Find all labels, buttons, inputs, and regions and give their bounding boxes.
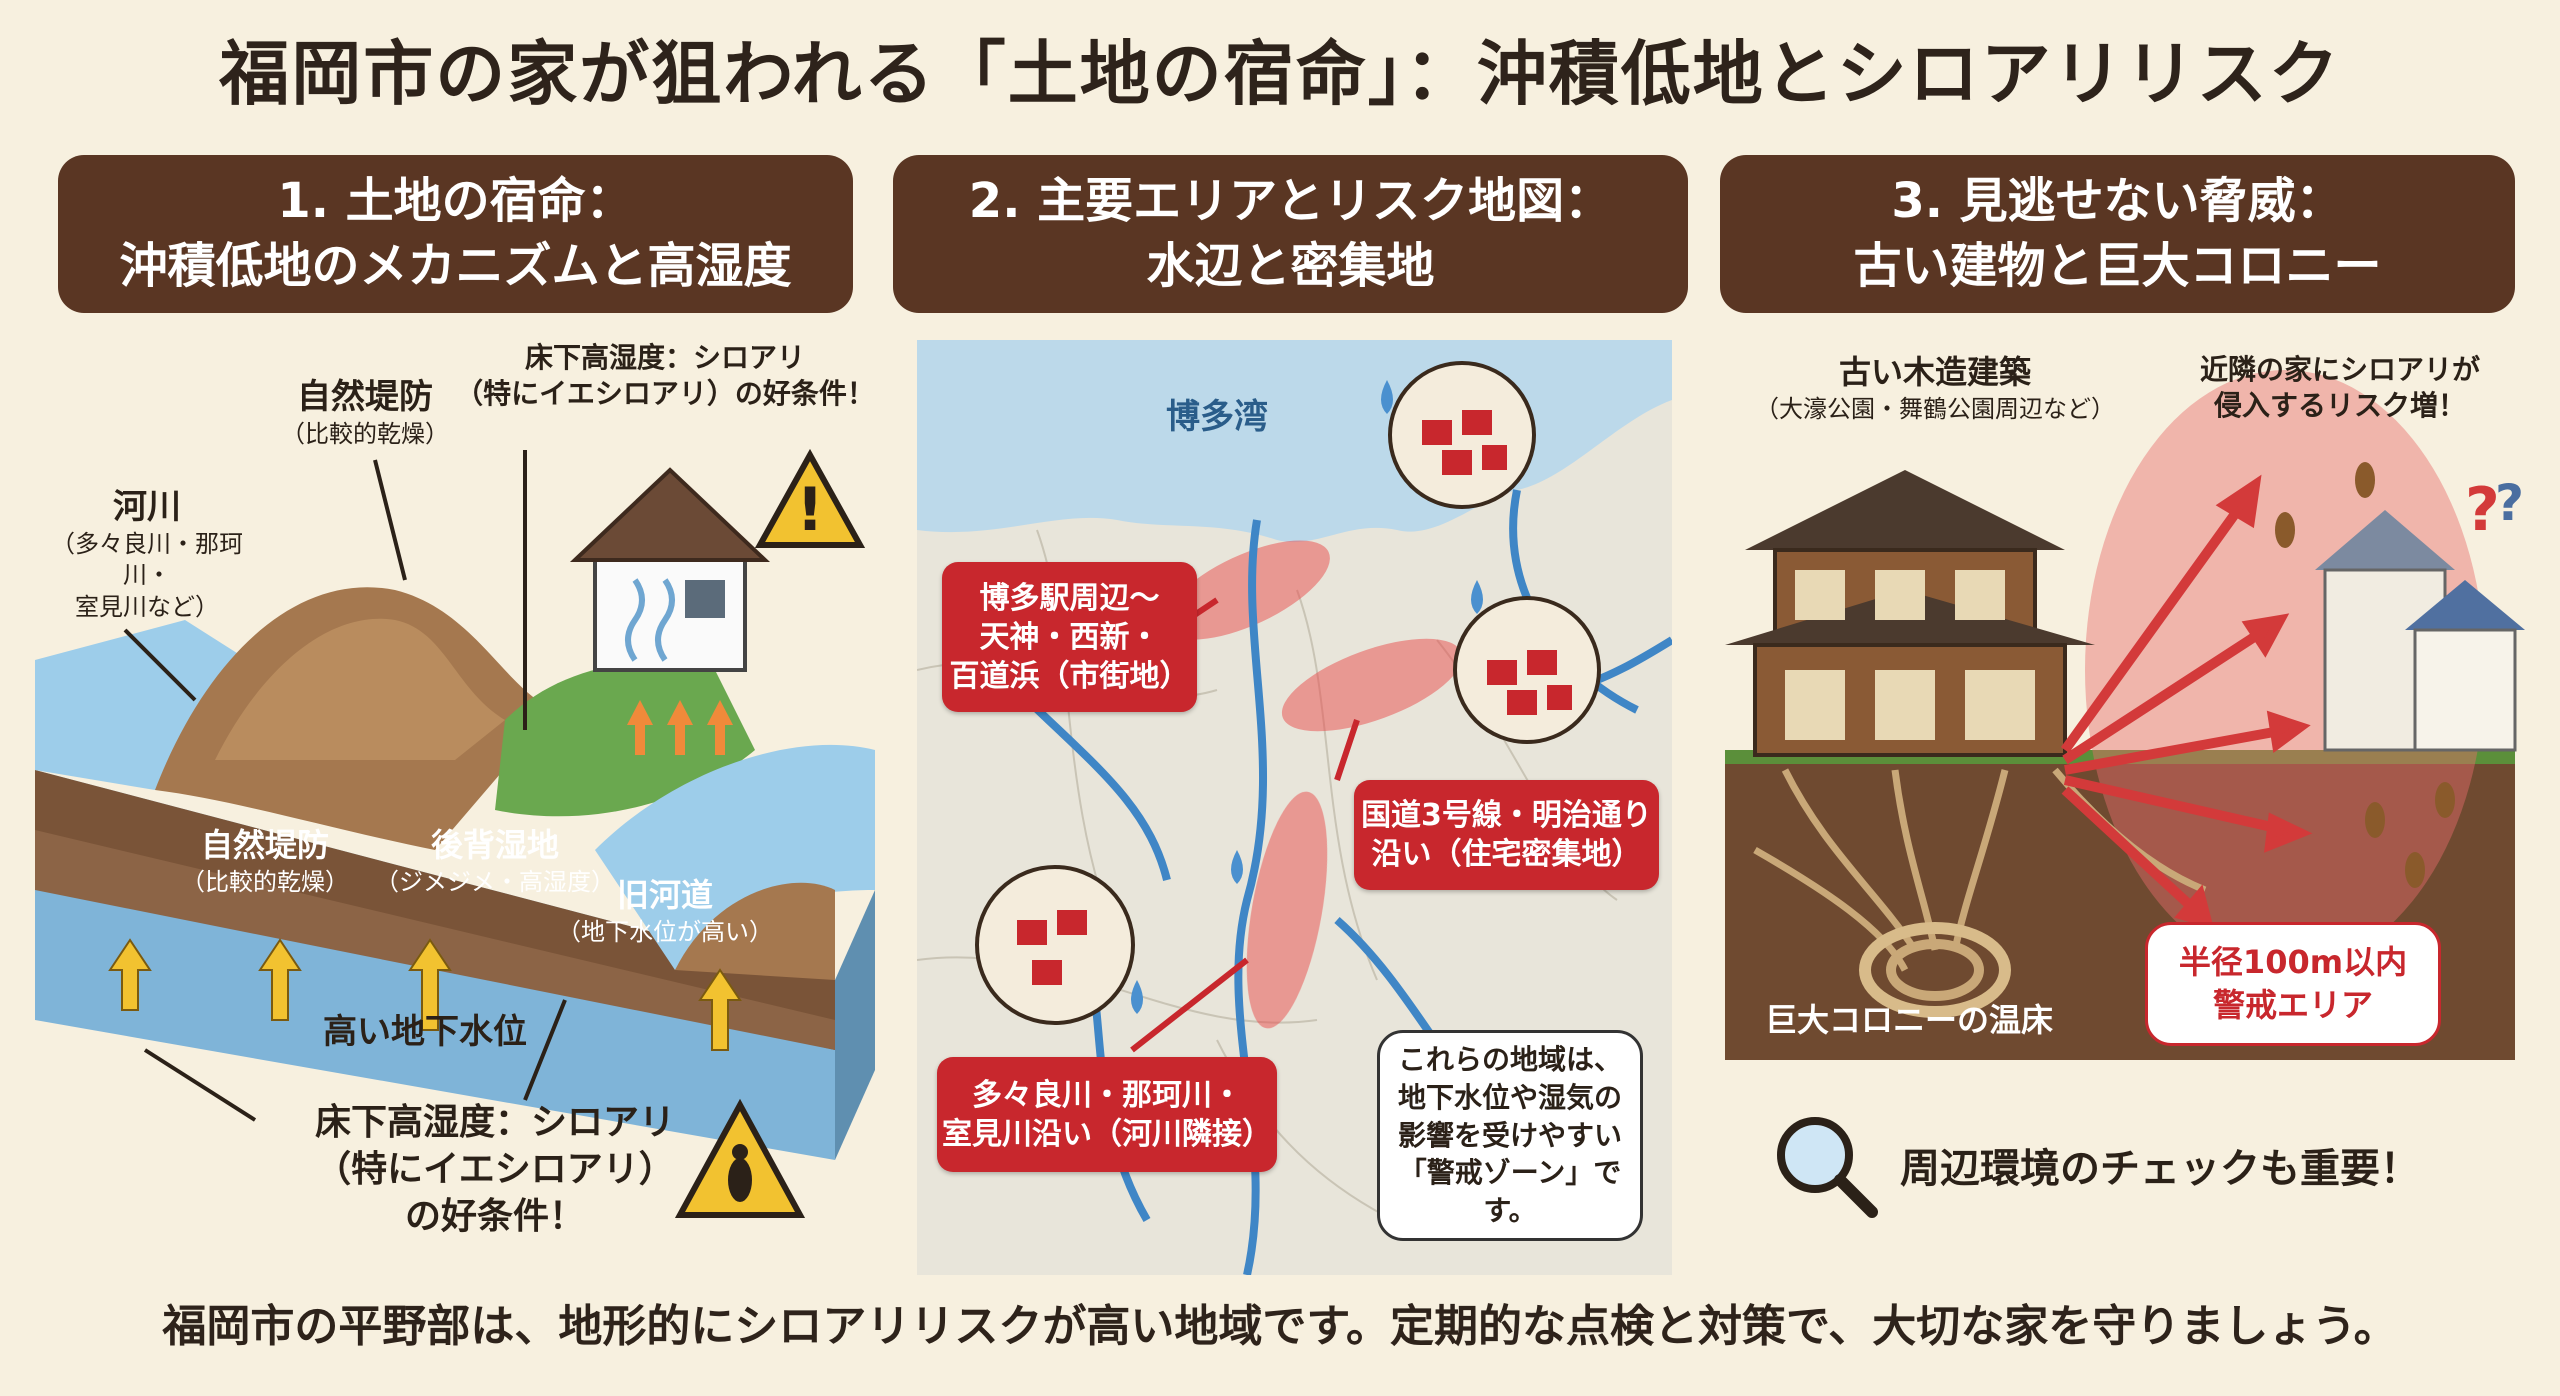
neighbor-risk-label: 近隣の家にシロアリが 侵入するリスク増！: [2199, 353, 2480, 423]
page-title: 福岡市の家が狙われる「土地の宿命」：沖積低地とシロアリリスク: [219, 33, 2341, 115]
old-house-label: 古い木造建築 （大濠公園・舞鶴公園周辺など）: [1755, 353, 2115, 423]
terrain-panel: ! 河川 （多々良川・那珂川・ 室見川など） 自然堤防 （比較的乾燥） 床下高湿…: [35, 330, 875, 1270]
question-mark-icon: ?: [2495, 474, 2524, 532]
house-cluster-icons: [975, 361, 1601, 1025]
humidity-label-bottom: 床下高湿度：シロアリ （特にイエシロアリ） の好条件！: [314, 1102, 675, 1237]
area-callout-downtown: 博多駅周辺～ 天神・西新・ 百道浜（市街地）: [942, 562, 1197, 712]
section-1-heading-line1: 1. 土地の宿命：: [277, 173, 634, 230]
section-3-heading-line1: 3. 見逃せない脅威：: [1891, 173, 2344, 230]
check-tip: 周辺環境のチェックも重要！: [1770, 1110, 2510, 1220]
radius-warning-note: 半径100m以内 警戒エリア: [2145, 922, 2441, 1046]
old-wooden-house-icon: [1725, 470, 2095, 757]
warning-zone-note: これらの地域は、 地下水位や湿気の 影響を受けやすい 「警戒ゾーン」です。: [1377, 1030, 1643, 1241]
risk-map-panel: 博多湾 博多駅周辺～ 天神・西新・ 百道浜（市街地） 国道3号線・明治通り 沿い…: [916, 340, 1675, 1276]
house-icon: [569, 467, 771, 755]
humidity-label-top: 床下高湿度：シロアリ （特にイエシロアリ）の好条件！: [455, 341, 875, 411]
section-2-heading: 2. 主要エリアとリスク地図： 水辺と密集地: [893, 155, 1688, 313]
section-3-heading-line2: 古い建物と巨大コロニー: [1853, 238, 2382, 294]
area-callout-residential: 国道3号線・明治通り 沿い（住宅密集地）: [1354, 780, 1659, 890]
check-tip-text: 周辺環境のチェックも重要！: [1900, 1146, 2420, 1192]
section-2-heading-line1: 2. 主要エリアとリスク地図：: [968, 173, 1613, 230]
groundwater-label: 高い地下水位: [323, 1012, 527, 1052]
terrain-cross-section-illustration: !: [35, 448, 875, 1218]
footer-message: 福岡市の平野部は、地形的にシロアリリスクが高い地域です。定期的な点検と対策で、大…: [162, 1301, 2398, 1352]
section-3-heading: 3. 見逃せない脅威： 古い建物と巨大コロニー: [1720, 155, 2515, 313]
section-2-heading-line2: 水辺と密集地: [1146, 238, 1435, 294]
bay-label: 博多湾: [1166, 397, 1268, 437]
water-drop-icons: [1131, 380, 1483, 1014]
svg-text:!: !: [796, 475, 823, 545]
magnifier-icon: [1777, 1117, 1878, 1218]
section-1-heading: 1. 土地の宿命： 沖積低地のメカニズムと高湿度: [58, 155, 853, 313]
section-1-heading-line2: 沖積低地のメカニズムと高湿度: [119, 238, 792, 294]
neighbor-houses-icon: [2315, 510, 2525, 752]
termite-icons: [2275, 462, 2455, 888]
river-label: 河川 （多々良川・那珂川・ 室見川など）: [51, 487, 243, 621]
colony-illustration: ? ?: [1725, 370, 2525, 1060]
termite-warning-icon: [674, 1098, 806, 1218]
colony-panel: ? ? 古い木造建築 （大濠公園・舞鶴公園周辺など） 近隣の家にシロアリが 侵入…: [1725, 330, 2525, 1280]
natural-levee-mid-label: 自然堤防 （比較的乾燥）: [181, 826, 349, 896]
colony-label: 巨大コロニーの温床: [1765, 1001, 2054, 1039]
natural-levee-top-label: 自然堤防 （比較的乾燥）: [281, 377, 449, 449]
back-marsh-label: 後背湿地 （ジメジメ・高湿度）: [375, 826, 615, 896]
question-mark-icon: ?: [2465, 475, 2500, 545]
old-river-label: 旧河道 （地下水位が高い）: [557, 876, 773, 946]
area-callout-riverside: 多々良川・那珂川・ 室見川沿い（河川隣接）: [937, 1057, 1277, 1172]
warning-icon: !: [754, 448, 866, 548]
